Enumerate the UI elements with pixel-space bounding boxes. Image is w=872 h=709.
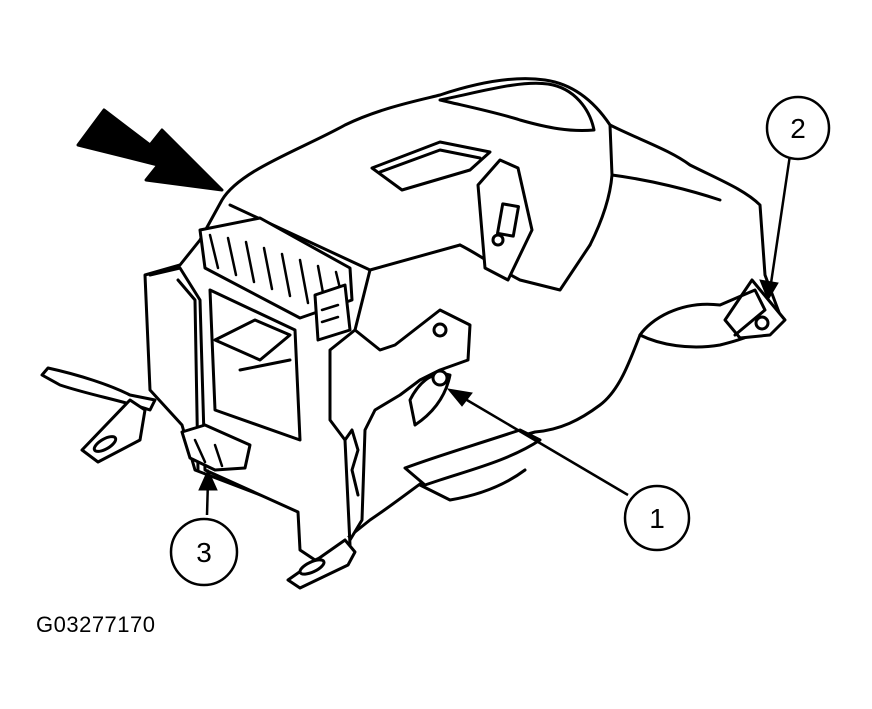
screw-1 [431,369,449,387]
right-flange [723,278,787,340]
callout-arrow-icon [198,468,218,491]
mounting-bracket [148,266,472,562]
left-foot-tab [80,398,147,464]
callout-2-number: 2 [790,113,806,144]
callout-3-number: 3 [196,537,212,568]
callout-arrow-icon [446,388,473,407]
callout-2: 2 [765,95,831,161]
callout-1: 1 [623,484,691,552]
callout-arrow-icon [759,279,779,302]
callout-1-number: 1 [649,503,665,534]
figure-id-label: G03277170 [36,612,156,637]
connector-block [198,216,354,320]
top-dome [438,81,596,132]
screw-top [432,322,448,338]
callout-3: 3 [169,517,239,587]
wire-harness [40,366,157,412]
view-direction-arrow-icon [76,108,224,192]
